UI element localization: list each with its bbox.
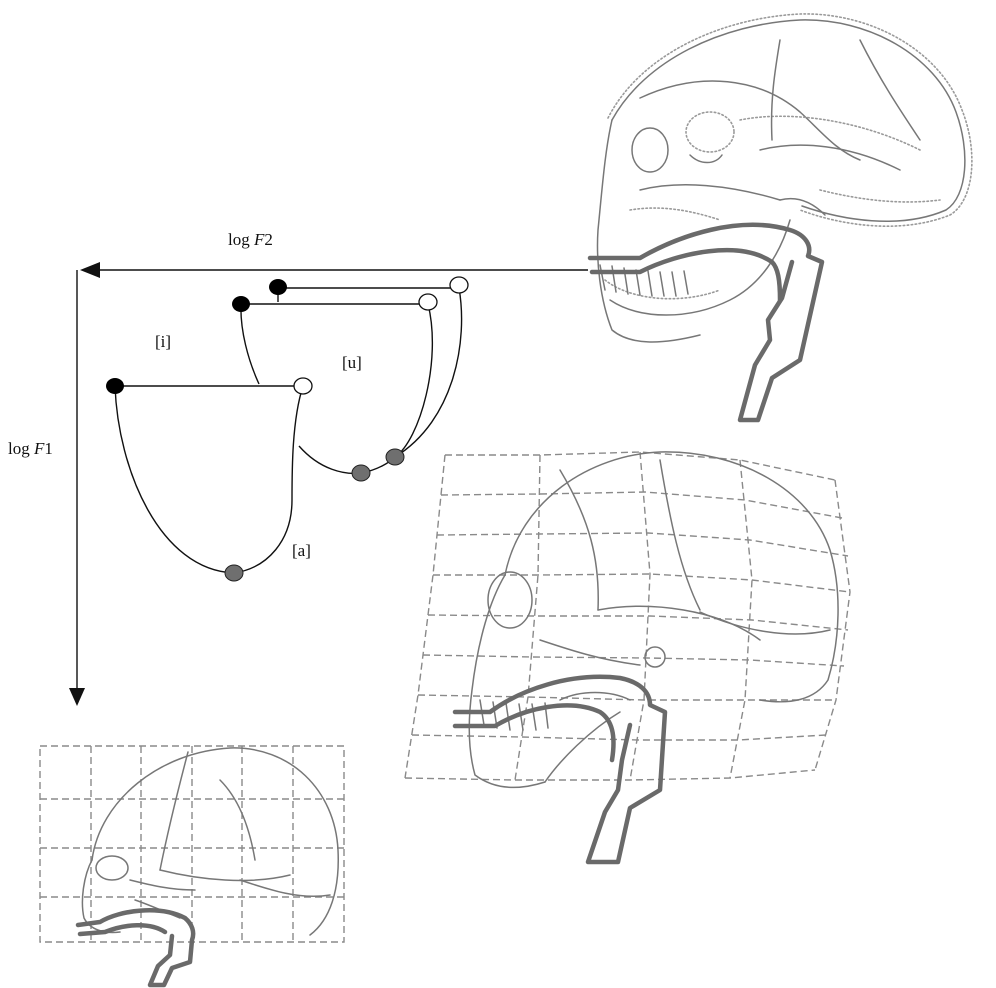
- point-a-2: [352, 465, 370, 481]
- point-i-3: [269, 279, 287, 295]
- vowel-triangle-3: [278, 288, 462, 457]
- point-a-3: [386, 449, 404, 465]
- vowel-label-u: [u]: [342, 353, 362, 372]
- infant-skull-illustration: [40, 746, 344, 985]
- vowel-triangle-2: [241, 304, 432, 473]
- f1-axis-label: log F1: [8, 439, 53, 458]
- f1-axis-arrowhead: [69, 688, 85, 706]
- f2-axis-label: log F2: [228, 230, 273, 249]
- vowel-triangles: [i] [u] [a]: [106, 277, 468, 581]
- point-u-1: [294, 378, 312, 394]
- axes: log F2 log F1: [8, 230, 588, 706]
- infant-skull-grid: [40, 746, 344, 942]
- point-u-2: [419, 294, 437, 310]
- fossil-skull-illustration: [405, 452, 850, 862]
- vowel-label-a: [a]: [292, 541, 311, 560]
- vowel-triangle-1: [115, 386, 303, 573]
- point-i-2: [232, 296, 250, 312]
- vowel-points: [106, 277, 468, 581]
- point-i-1: [106, 378, 124, 394]
- point-a-1: [225, 565, 243, 581]
- adult-skull-illustration: [590, 14, 972, 420]
- point-u-3: [450, 277, 468, 293]
- vowel-label-i: [i]: [155, 332, 171, 351]
- f2-axis-arrowhead: [80, 262, 100, 278]
